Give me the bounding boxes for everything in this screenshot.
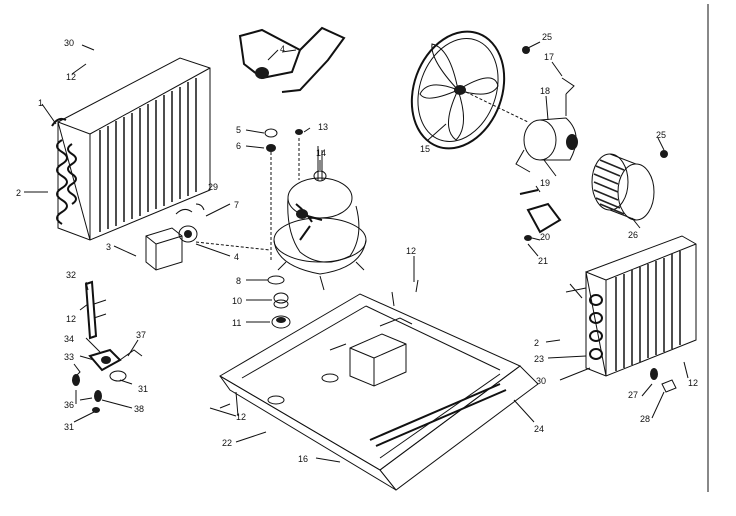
label-19: 19 xyxy=(540,178,550,188)
label-3: 3 xyxy=(106,242,111,252)
control-box xyxy=(145,203,271,271)
condenser-coil xyxy=(565,235,697,393)
label-27: 27 xyxy=(628,390,638,400)
label-12: 12 xyxy=(236,412,246,422)
label-11: 11 xyxy=(232,318,241,328)
leader-lines xyxy=(24,41,689,463)
label-1: 1 xyxy=(38,98,43,108)
label-8: 8 xyxy=(236,276,241,286)
mount-hardware xyxy=(264,128,303,329)
part-number-labels: 30 12 1 2 3 4 5 6 7 29 4 13 14 8 10 11 3… xyxy=(16,32,698,464)
fan-motor xyxy=(515,46,668,177)
motor-bracket xyxy=(238,26,346,93)
label-2: 2 xyxy=(534,338,539,348)
label-17: 17 xyxy=(544,52,554,62)
label-12: 12 xyxy=(66,72,76,82)
label-2: 2 xyxy=(16,188,21,198)
compressor xyxy=(273,146,367,291)
label-36: 36 xyxy=(64,400,74,410)
label-29: 29 xyxy=(208,182,218,192)
label-33: 33 xyxy=(64,352,74,362)
evaporator-coil xyxy=(51,57,211,241)
label-37: 37 xyxy=(136,330,146,340)
label-5: 5 xyxy=(236,125,241,135)
label-23: 23 xyxy=(534,354,544,364)
label-12: 12 xyxy=(688,378,698,388)
label-10: 10 xyxy=(232,296,242,306)
label-7: 7 xyxy=(234,200,239,210)
label-12: 12 xyxy=(406,246,416,256)
label-6: 6 xyxy=(236,141,241,151)
base-pan xyxy=(219,291,539,491)
label-32: 32 xyxy=(66,270,76,280)
label-38: 38 xyxy=(134,404,144,414)
label-24: 24 xyxy=(534,424,544,434)
label-26: 26 xyxy=(628,230,638,240)
label-4: 4 xyxy=(234,252,239,262)
label-21: 21 xyxy=(538,256,548,266)
label-13: 13 xyxy=(318,122,328,132)
label-28: 28 xyxy=(640,414,650,424)
label-22: 22 xyxy=(222,438,232,448)
label-31: 31 xyxy=(64,422,74,432)
label-4: 4 xyxy=(280,44,285,54)
label-31: 31 xyxy=(138,384,148,394)
label-34: 34 xyxy=(64,334,74,344)
label-15: 15 xyxy=(420,144,430,154)
blower-wheel xyxy=(591,153,655,221)
label-25: 25 xyxy=(656,130,666,140)
label-30: 30 xyxy=(64,38,74,48)
fan-blade xyxy=(410,30,529,150)
motor-mount xyxy=(519,189,562,241)
label-14: 14 xyxy=(316,148,326,158)
label-30: 30 xyxy=(536,376,546,386)
label-18: 18 xyxy=(540,86,550,96)
label-12: 12 xyxy=(66,314,76,324)
label-16: 16 xyxy=(298,454,308,464)
label-25: 25 xyxy=(542,32,552,42)
label-20: 20 xyxy=(540,232,550,242)
switch-parts xyxy=(72,280,143,413)
